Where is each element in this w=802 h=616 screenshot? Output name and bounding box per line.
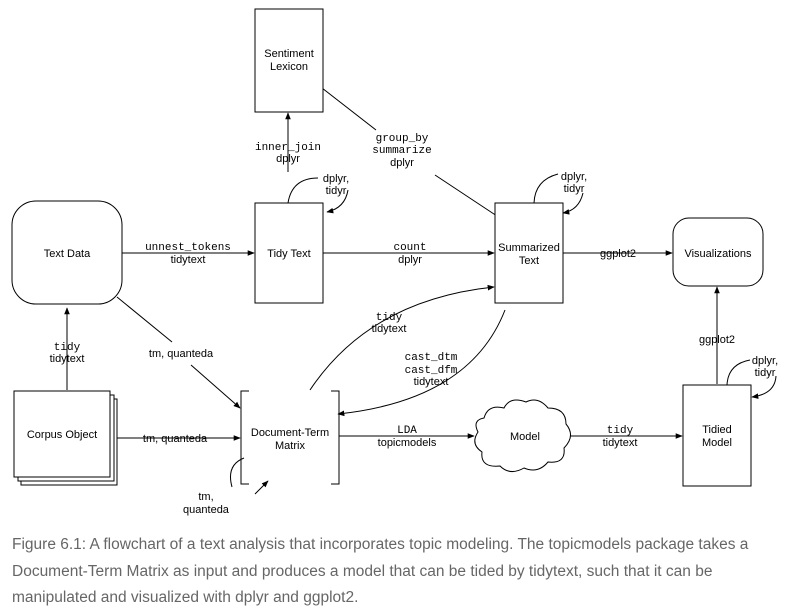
text-analysis-flowchart: Sentiment Lexicon Text Data Tidy Text Su… bbox=[11, 8, 778, 516]
label-tidy-corpus-pkg: tidytext bbox=[50, 353, 85, 365]
node-text-data: Text Data bbox=[11, 200, 123, 305]
sentiment-lexicon-label-1: Sentiment bbox=[264, 48, 314, 60]
edge-dtm-to-summarized bbox=[309, 284, 495, 391]
label-tidy-loop-2: tidyr bbox=[326, 185, 347, 197]
node-summarized-text: Summarized Text bbox=[494, 202, 564, 304]
node-corpus-object: Corpus Object bbox=[13, 390, 118, 486]
summarized-text-label-1: Summarized bbox=[498, 242, 560, 254]
label-unnest-tokens-pkg: tidytext bbox=[171, 254, 206, 266]
visualizations-label: Visualizations bbox=[684, 248, 752, 260]
label-tidy-dtm-pkg: tidytext bbox=[372, 323, 407, 335]
label-tidy-dtm: tidy bbox=[376, 312, 403, 324]
label-group-by: group_by bbox=[376, 133, 429, 145]
tidied-model-label-1: Tidied bbox=[702, 424, 732, 436]
loop-tidy-text bbox=[287, 177, 349, 212]
label-ggplot2-right: ggplot2 bbox=[600, 248, 636, 260]
edge-text-data-to-dtm bbox=[116, 296, 240, 408]
label-unnest-tokens: unnest_tokens bbox=[145, 242, 231, 254]
corpus-object-label: Corpus Object bbox=[27, 429, 97, 441]
label-group-by-pkg: dplyr bbox=[390, 157, 414, 169]
label-inner-join-pkg: dplyr bbox=[276, 153, 300, 165]
label-summarized-loop-1: dplyr, bbox=[561, 171, 587, 183]
loop-tidied bbox=[726, 359, 777, 397]
summarized-text-label-2: Text bbox=[519, 255, 539, 267]
label-lda-pkg: topicmodels bbox=[378, 437, 437, 449]
tidy-text-label: Tidy Text bbox=[267, 248, 310, 260]
edge-external-to-dtm bbox=[230, 457, 269, 495]
label-tidied-loop-1: dplyr, bbox=[752, 355, 778, 367]
node-sentiment-lexicon: Sentiment Lexicon bbox=[254, 8, 324, 113]
label-summarized-loop-2: tidyr bbox=[564, 183, 585, 195]
tidied-model-label-2: Model bbox=[702, 437, 732, 449]
dtm-label-1: Document-Term bbox=[251, 427, 329, 439]
node-model: Model bbox=[474, 399, 571, 472]
loop-summarized bbox=[533, 173, 584, 213]
label-inner-join: inner_join bbox=[255, 142, 321, 154]
label-summarize: summarize bbox=[372, 145, 431, 157]
label-lda: LDA bbox=[397, 425, 417, 437]
label-tidy-model-pkg: tidytext bbox=[603, 437, 638, 449]
figure-caption: Figure 6.1: A flowchart of a text analys… bbox=[12, 536, 749, 606]
node-document-term-matrix: Document-Term Matrix bbox=[240, 390, 340, 485]
label-tidied-loop-2: tidyr bbox=[755, 367, 776, 379]
model-label: Model bbox=[510, 431, 540, 443]
label-tm-quanteda-diag: tm, quanteda bbox=[149, 348, 214, 360]
label-tm-quanteda-bottom-2: quanteda bbox=[183, 504, 230, 516]
label-tidy-model: tidy bbox=[607, 425, 634, 437]
node-tidied-model: Tidied Model bbox=[682, 384, 752, 487]
label-tm-quanteda-corpus: tm, quanteda bbox=[143, 433, 208, 445]
label-count-pkg: dplyr bbox=[398, 254, 422, 266]
sentiment-lexicon-label-2: Lexicon bbox=[270, 61, 308, 73]
label-ggplot2-up: ggplot2 bbox=[699, 334, 735, 346]
node-visualizations: Visualizations bbox=[672, 217, 764, 287]
dtm-label-2: Matrix bbox=[275, 440, 305, 452]
label-cast-dfm: cast_dfm bbox=[405, 365, 458, 377]
edge-summarized-to-dtm bbox=[337, 309, 506, 417]
label-cast-pkg: tidytext bbox=[414, 376, 449, 388]
node-tidy-text: Tidy Text bbox=[254, 202, 324, 304]
label-tidy-loop-1: dplyr, bbox=[323, 173, 349, 185]
label-tidy-corpus: tidy bbox=[54, 342, 81, 354]
label-count: count bbox=[393, 242, 426, 254]
label-cast-dtm: cast_dtm bbox=[405, 352, 458, 364]
text-data-label: Text Data bbox=[44, 248, 91, 260]
label-tm-quanteda-bottom-1: tm, bbox=[198, 491, 213, 503]
edge-sentiment-to-summarized bbox=[321, 87, 506, 222]
